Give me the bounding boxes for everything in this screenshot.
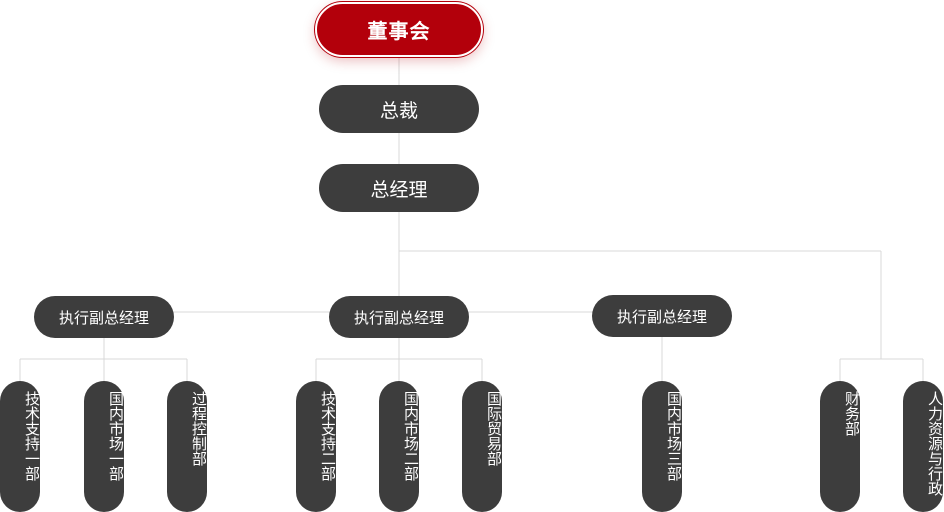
department-node-process-control[interactable]: 过程控制部 [167,381,208,512]
general-manager-label: 总经理 [370,178,428,201]
department-label-domestic-market-1: 国内市场一部 [107,391,125,481]
executive-vp-label-3: 执行副总经理 [616,307,707,326]
department-node-domestic-market-3[interactable]: 国内市场三部 [642,381,683,512]
department-label-international-trade: 国际贸易部 [485,391,503,466]
executive-vp-node-3[interactable]: 执行副总经理 [592,295,732,337]
board-node[interactable]: 董事会 [315,2,483,57]
department-label-technical-support-1: 技术支持一部 [23,391,41,481]
president-node[interactable]: 总裁 [319,85,479,133]
department-node-domestic-market-2[interactable]: 国内市场二部 [379,381,420,512]
department-label-process-control: 过程控制部 [190,391,208,466]
president-label: 总裁 [379,99,418,122]
department-node-international-trade[interactable]: 国际贸易部 [462,381,503,512]
board-label: 董事会 [367,19,431,43]
executive-vp-label-1: 执行副总经理 [58,308,149,327]
department-label-domestic-market-3: 国内市场三部 [665,391,683,481]
department-node-finance[interactable]: 财务部 [820,381,861,512]
department-label-hr-administration: 人力资源与行政 [926,391,944,496]
executive-vp-node-1[interactable]: 执行副总经理 [34,296,174,338]
department-label-technical-support-2: 技术支持二部 [319,391,337,481]
executive-vp-node-2[interactable]: 执行副总经理 [329,296,469,338]
executive-vp-label-2: 执行副总经理 [353,308,444,327]
department-label-domestic-market-2: 国内市场二部 [402,391,420,481]
department-label-finance: 财务部 [843,391,861,436]
department-node-technical-support-2[interactable]: 技术支持二部 [296,381,337,512]
department-node-domestic-market-1[interactable]: 国内市场一部 [84,381,125,512]
department-node-technical-support-1[interactable]: 技术支持一部 [0,381,41,512]
department-node-hr-administration[interactable]: 人力资源与行政 [903,381,944,512]
general-manager-node[interactable]: 总经理 [319,164,479,212]
